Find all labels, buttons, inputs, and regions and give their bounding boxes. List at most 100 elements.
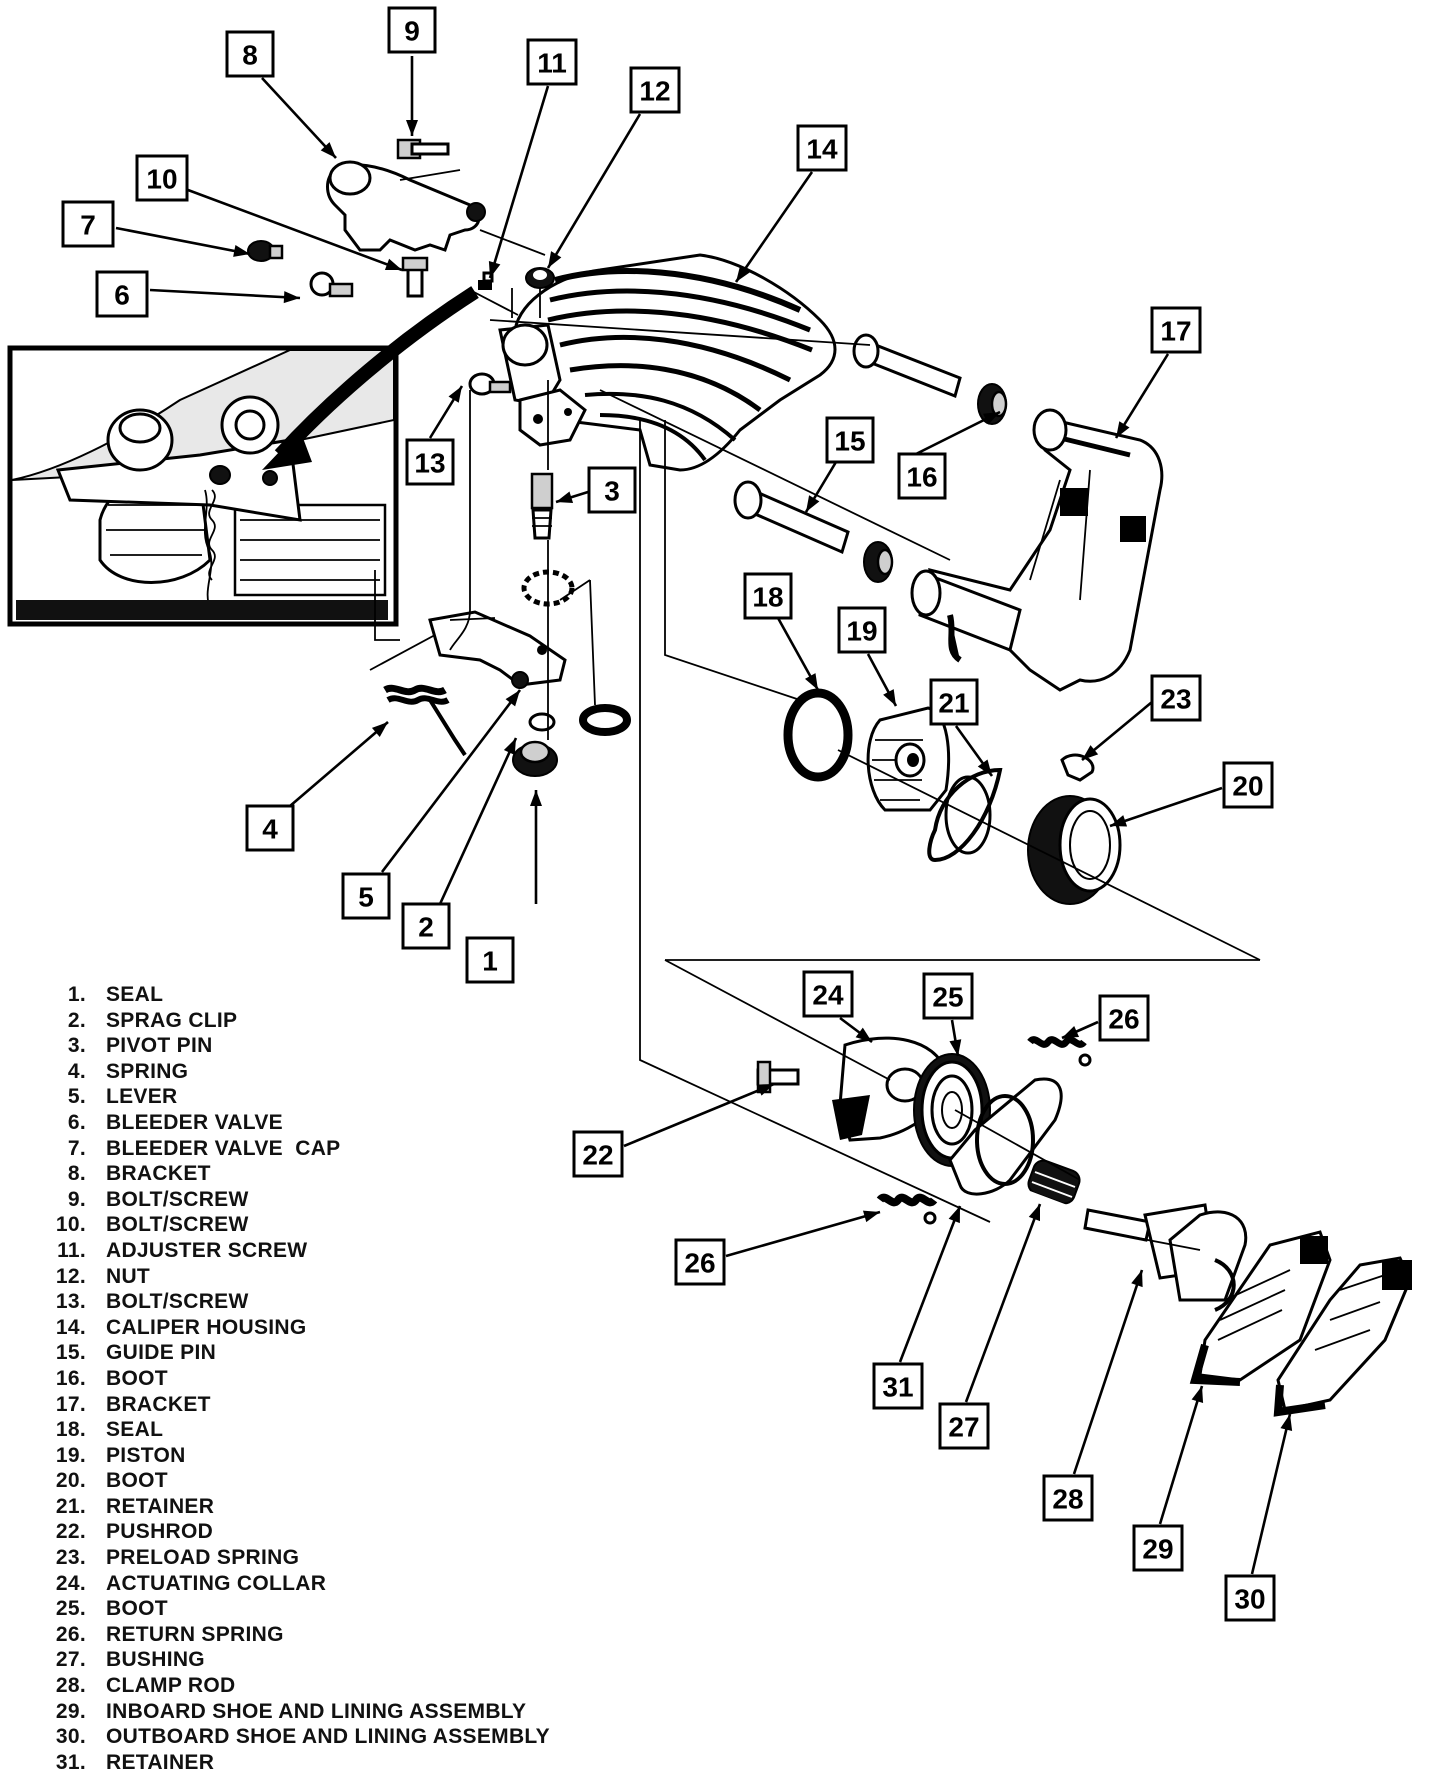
pivot-pin-part	[530, 472, 554, 540]
adjuster-screw-part	[478, 271, 494, 290]
callout-14-arrowhead	[736, 265, 751, 282]
legend-item-label: RETAINER	[106, 1750, 215, 1774]
callout-9: 9	[387, 6, 437, 54]
callout-5: 5	[341, 872, 391, 920]
legend-item-number: 9.	[67, 1187, 86, 1211]
callout-17: 17	[1150, 306, 1202, 354]
legend-item-label: BRACKET	[106, 1392, 211, 1416]
callout-27-number: 27	[948, 1412, 979, 1443]
legend-item-label: NUT	[106, 1264, 151, 1288]
callout-4-number: 4	[262, 814, 278, 845]
callout-2-box	[401, 902, 451, 950]
legend-item-label: ACTUATING COLLAR	[106, 1571, 327, 1595]
callout-3-arrowhead	[556, 491, 574, 503]
callout-12-leader-line	[546, 113, 642, 269]
legend-item: 5.LEVER	[42, 1084, 662, 1110]
legend-item-number: 12.	[55, 1264, 86, 1288]
callout-29: 29	[1132, 1524, 1184, 1572]
guide-pin-upper-part	[852, 333, 962, 399]
callout-leaders	[115, 56, 1293, 1575]
legend-item-number: 17.	[55, 1392, 86, 1416]
callout-14: 14	[796, 124, 848, 172]
callout-2-leader-line	[438, 737, 518, 905]
bolt-screw-10-part	[401, 256, 429, 298]
legend-item: 1.SEAL	[42, 982, 662, 1008]
callout-13-arrowhead	[448, 386, 462, 403]
legend-item: 14.CALIPER HOUSING	[42, 1315, 662, 1341]
legend-item-number: 25.	[55, 1597, 86, 1621]
callout-22-leader-line	[623, 1082, 775, 1148]
callout-24-number: 24	[812, 980, 844, 1011]
legend-item: 4.SPRING	[42, 1059, 662, 1085]
bolt-screw-9-part	[396, 138, 450, 160]
callout-23-number: 23	[1160, 684, 1191, 715]
callout-19-number: 19	[846, 616, 877, 647]
callout-29-leader-line	[1158, 1385, 1204, 1525]
callout-10: 10	[135, 154, 189, 202]
legend-item: 16.BOOT	[42, 1366, 662, 1392]
callout-26-lower-leader-line	[725, 1210, 881, 1258]
legend-item-label: BOLT/SCREW	[106, 1290, 249, 1314]
callout-24-box	[802, 970, 854, 1018]
callout-20-number: 20	[1232, 771, 1263, 802]
callout-5-leader-line	[380, 689, 522, 873]
legend-item-number: 1.	[67, 983, 86, 1006]
outboard-shoe-part	[1273, 1256, 1412, 1417]
legend-item-label: RETAINER	[106, 1494, 215, 1518]
callout-10-arrowhead	[384, 258, 402, 271]
callout-18-box	[743, 572, 793, 620]
callout-24-arrowhead	[855, 1027, 872, 1042]
callout-26-arrowhead	[1062, 1026, 1080, 1038]
legend-item: 19.PISTON	[42, 1443, 662, 1469]
callout-8-box	[225, 30, 275, 78]
callout-10-box	[135, 154, 189, 202]
callout-18-number: 18	[752, 582, 783, 613]
legend-item-number: 21.	[55, 1494, 86, 1518]
legend-item: 23.PRELOAD SPRING	[42, 1545, 662, 1571]
legend-item-label: BOOT	[106, 1469, 168, 1493]
legend-item: 18.SEAL	[42, 1417, 662, 1443]
legend-item-number: 16.	[55, 1366, 86, 1390]
callout-11-box	[526, 38, 578, 86]
legend-item-label: PUSHROD	[106, 1520, 214, 1544]
callout-29-arrowhead	[1191, 1386, 1204, 1404]
callout-22-box	[572, 1130, 624, 1178]
legend-item-label: GUIDE PIN	[106, 1341, 217, 1365]
callout-28: 28	[1042, 1474, 1094, 1522]
legend-item: 27.BUSHING	[42, 1647, 662, 1673]
spring-part	[383, 684, 467, 757]
callout-7-leader-line	[115, 226, 251, 256]
callout-29-number: 29	[1142, 1534, 1173, 1565]
legend-item: 8.BRACKET	[42, 1161, 662, 1187]
callout-15-number: 15	[834, 426, 865, 457]
callout-27-box	[938, 1402, 990, 1450]
legend-item-label: LEVER	[106, 1085, 178, 1109]
legend-item: 24.ACTUATING COLLAR	[42, 1571, 662, 1597]
callout-5-arrowhead	[505, 690, 520, 707]
bracket-part	[326, 160, 486, 252]
preload-spring-part	[1060, 753, 1095, 782]
legend-item: 29.INBOARD SHOE AND LINING ASSEMBLY	[42, 1699, 662, 1725]
callout-13: 13	[405, 438, 455, 486]
retainer-21-part	[927, 767, 1003, 863]
callout-26-number: 26	[1108, 1004, 1139, 1035]
legend-item-number: 20.	[55, 1469, 86, 1493]
callout-10-leader-line	[187, 188, 403, 272]
callout-19-box	[837, 606, 887, 654]
callout-1-number: 1	[482, 946, 498, 977]
callout-11-number: 11	[537, 48, 567, 79]
callout-25-box	[922, 972, 974, 1020]
bolt-screw-13-part	[468, 372, 512, 396]
legend-item-number: 22.	[55, 1520, 86, 1544]
legend-item: 26.RETURN SPRING	[42, 1622, 662, 1648]
callout-16: 16	[897, 452, 947, 500]
callout-31-box	[872, 1362, 924, 1410]
callout-1-box	[465, 936, 515, 984]
callout-17-number: 17	[1160, 316, 1191, 347]
assembly-centerlines	[369, 169, 1261, 1251]
legend-item-number: 31.	[55, 1750, 86, 1774]
callout-31: 31	[872, 1362, 924, 1410]
callout-11-leader-line	[488, 85, 550, 279]
callout-25-number: 25	[932, 982, 963, 1013]
